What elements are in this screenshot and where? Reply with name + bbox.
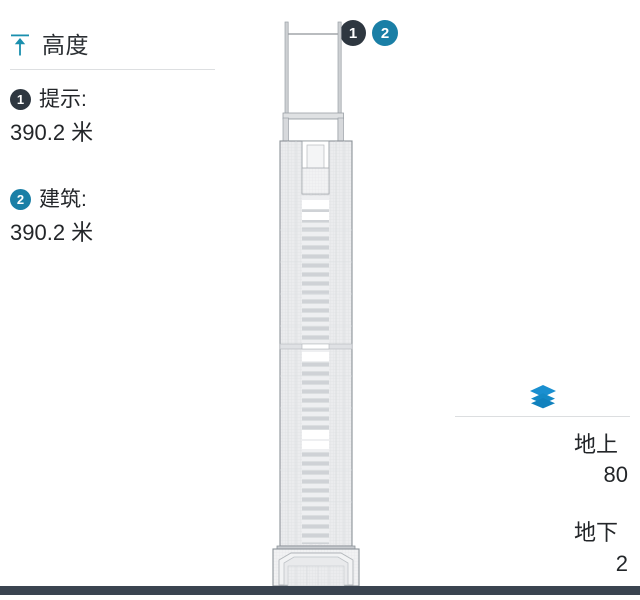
height-metric-tip-label: 提示:: [39, 87, 87, 111]
height-metric-tip-value: 390.2 米: [10, 120, 94, 145]
height-metric-building: 2 建筑: 390.2 米: [10, 186, 240, 244]
floors-panel: 地上 80 地下 2: [455, 382, 630, 576]
height-metric-tip: 1 提示: 390.2 米: [10, 86, 240, 144]
floors-below-ground-label: 地下: [573, 520, 618, 546]
callout-badge-1[interactable]: 1: [340, 20, 366, 46]
height-metric-building-row: 2 建筑:: [10, 186, 240, 212]
height-arrow-icon: [11, 34, 29, 56]
height-panel: 高度 1 提示: 390.2 米 2 建筑: 390.2 米: [10, 28, 240, 244]
floors-above-ground-label: 地上: [573, 432, 618, 457]
height-panel-title: 高度: [42, 31, 89, 58]
height-metric-building-label: 建筑:: [39, 187, 87, 211]
floors-below-ground: 地下 2: [455, 520, 630, 576]
layers-stack-icon: [529, 385, 556, 410]
floors-panel-divider: [455, 416, 630, 417]
height-metric-tip-row: 1 提示:: [10, 86, 240, 112]
height-panel-divider: [10, 69, 215, 70]
floors-panel-header: [455, 382, 630, 412]
height-metric-building-value: 390.2 米: [10, 220, 94, 245]
callout-badges: 1 2: [340, 20, 398, 46]
badge-marker-2: 2: [10, 188, 31, 210]
height-panel-header: 高度: [10, 28, 240, 62]
floors-above-ground: 地上 80: [455, 432, 630, 488]
floors-below-ground-count: 2: [615, 550, 628, 576]
floors-above-ground-count: 80: [603, 462, 628, 488]
callout-badge-2[interactable]: 2: [372, 20, 398, 46]
badge-marker-1: 1: [10, 88, 31, 110]
callout-leader-line: [285, 33, 343, 35]
ground-line-bar: [0, 586, 640, 595]
skyscraper-svg: [272, 21, 360, 587]
skyscraper-elevation-drawing: [255, 0, 395, 595]
